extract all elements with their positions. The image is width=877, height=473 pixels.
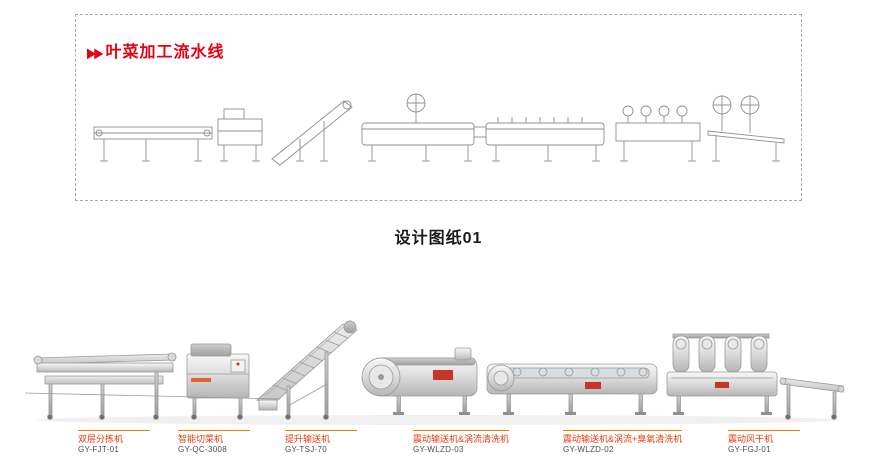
- machine-name: 双层分拣机: [78, 434, 124, 444]
- drawing-washer-2: [485, 117, 605, 162]
- machine-model: GY-FJT-01: [78, 445, 120, 454]
- drawing-dryer: [615, 105, 701, 162]
- render-vortex-washer: [361, 347, 478, 415]
- render-sorter-machine: [33, 352, 177, 420]
- product-line-render: [25, 319, 845, 425]
- render-outfeed-conveyor: [779, 377, 845, 420]
- render-conveyor-washer: [486, 363, 658, 415]
- machine-name: 震动输送机&涡流+臭氧清洗机: [563, 434, 683, 444]
- technical-line-drawing: [93, 93, 785, 166]
- double-arrow-icon: ▶▶: [87, 44, 104, 62]
- machine-model: GY-WLZD-02: [563, 445, 614, 454]
- machine-name: 提升输送机: [285, 434, 331, 444]
- line-title: 叶菜加工流水线: [105, 44, 225, 61]
- machine-name: 震动风干机: [728, 434, 774, 444]
- machine-label-air-dryer: 震动风干机 GY-FGJ-01: [728, 430, 800, 454]
- machine-label-sorter: 双层分拣机 GY-FJT-01: [78, 430, 150, 454]
- drawing-caption: 设计图纸01: [394, 230, 483, 247]
- machine-name: 震动输送机&涡流清洗机: [413, 434, 510, 444]
- render-cutter-machine: [186, 343, 250, 420]
- machine-model: GY-TSJ-70: [285, 445, 327, 454]
- machine-label-ozone-washer: 震动输送机&涡流+臭氧清洗机 GY-WLZD-02: [563, 430, 683, 454]
- technical-drawing-panel: ▶▶ 叶菜加工流水线: [75, 14, 802, 201]
- drawing-outfeed: [707, 95, 785, 162]
- render-air-dryer: [666, 333, 778, 415]
- render-elevator-conveyor: [25, 319, 358, 420]
- drawing-elevator: [271, 100, 353, 166]
- machine-model: GY-FGJ-01: [728, 445, 771, 454]
- machine-model: GY-WLZD-03: [413, 445, 464, 454]
- drawing-connector: [473, 126, 487, 138]
- machine-label-cutter: 智能切菜机 GY-QC-3008: [178, 430, 250, 454]
- drawing-sorter: [93, 126, 213, 162]
- section-title: ▶▶ 叶菜加工流水线: [87, 45, 224, 61]
- machine-model: GY-QC-3008: [178, 445, 227, 454]
- machine-label-elevator: 提升输送机 GY-TSJ-70: [285, 430, 357, 454]
- machine-name: 智能切菜机: [178, 434, 224, 444]
- drawing-cutter: [217, 108, 263, 162]
- drawing-washer-1: [361, 93, 475, 162]
- machine-label-vortex-washer: 震动输送机&涡流清洗机 GY-WLZD-03: [413, 430, 510, 454]
